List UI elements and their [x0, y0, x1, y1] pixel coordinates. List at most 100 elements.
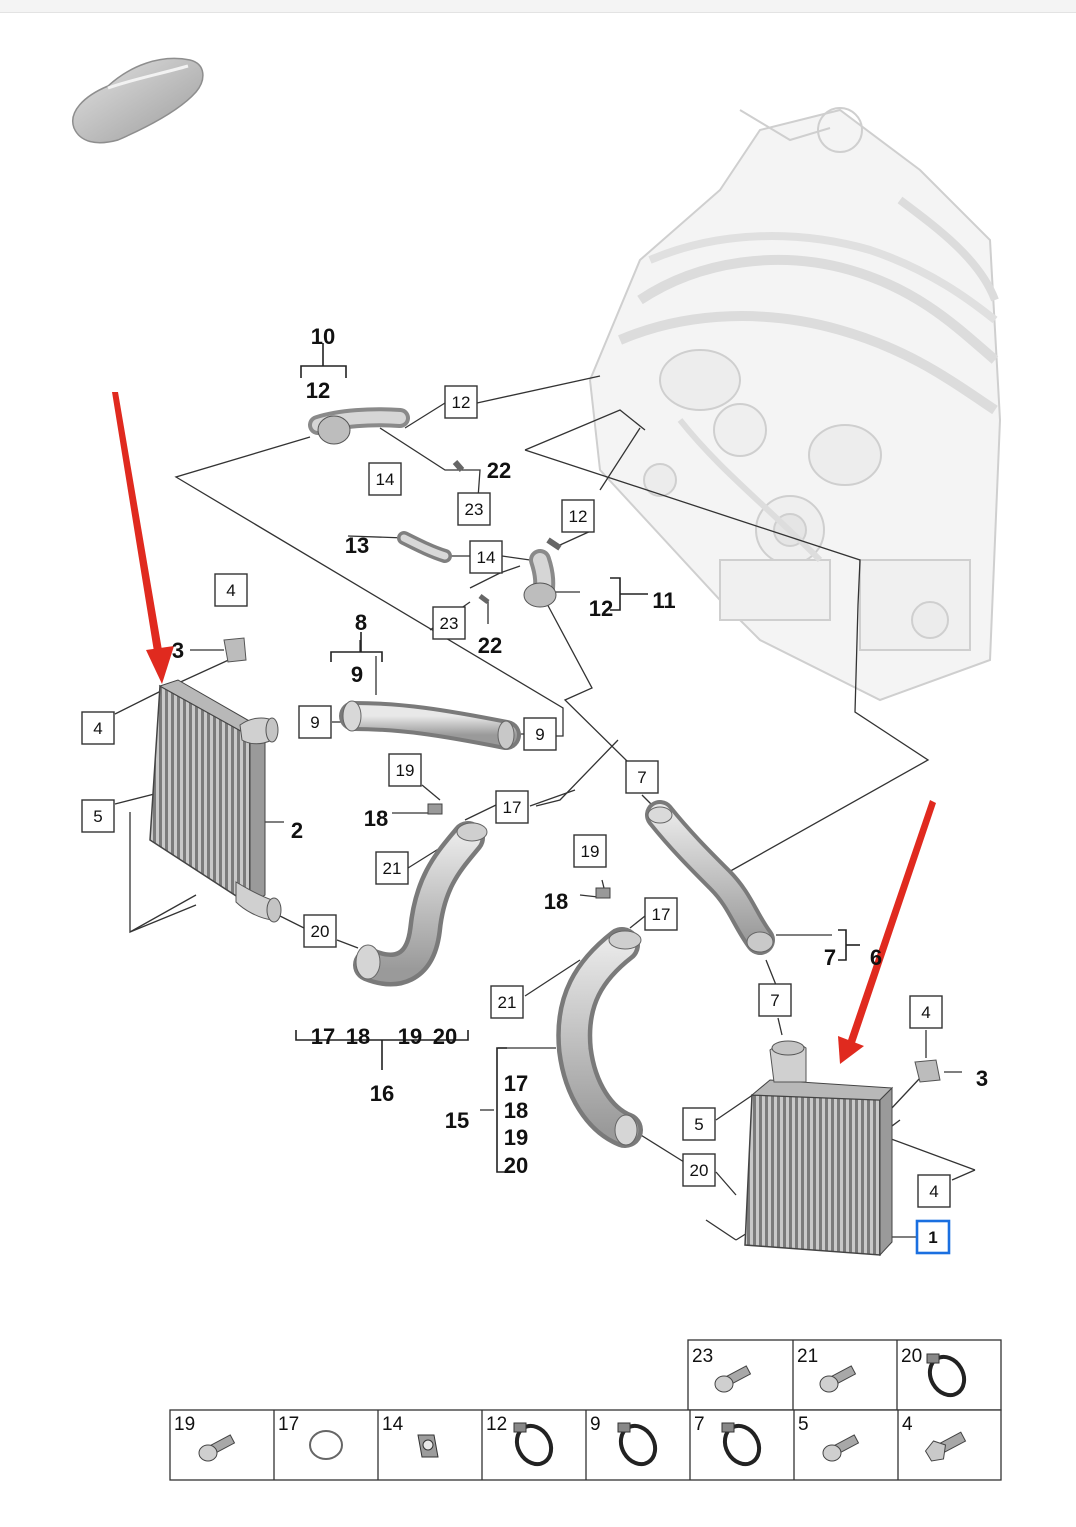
callout-number: 9	[535, 725, 544, 744]
callout-frame	[915, 1219, 951, 1255]
callout-frame	[523, 717, 557, 751]
callout-label: 20	[504, 1153, 528, 1178]
fastener-legend: 19 17 14 12 9 7 5 4 23 21 20	[169, 1339, 1002, 1481]
legend-cell: 4	[902, 1414, 967, 1462]
callout-number: 7	[637, 768, 646, 787]
callout-frame	[682, 1153, 716, 1187]
callout-number: 5	[694, 1115, 703, 1134]
callout-box: 23	[432, 606, 466, 640]
legend-cell: 14	[382, 1414, 439, 1458]
callout-label: 3	[172, 638, 184, 663]
legend-cell: 21	[797, 1346, 857, 1393]
callout-number: 19	[398, 1024, 422, 1049]
callout-number: 18	[364, 806, 388, 831]
callout-number: 18	[346, 1024, 370, 1049]
red-arrow-right	[838, 800, 936, 1064]
callout-frame	[375, 851, 409, 885]
callout-box: 9	[523, 717, 557, 751]
callout-number: 8	[355, 610, 367, 635]
callout-box: 19	[388, 753, 422, 787]
callout-number: 4	[226, 581, 235, 600]
legend-part-number: 4	[902, 1414, 913, 1435]
callout-box: 7	[625, 760, 659, 794]
callout-box: 21	[490, 985, 524, 1019]
callout-box: 5	[682, 1107, 716, 1141]
callout-frame	[214, 573, 248, 607]
callout-frame	[444, 385, 478, 419]
callout-label: 6	[870, 945, 882, 970]
callout-box: 20	[682, 1153, 716, 1187]
callout-number: 12	[306, 378, 330, 403]
callout-box: 20	[303, 914, 337, 948]
callout-number: 21	[498, 993, 517, 1012]
legend-part-number: 17	[278, 1414, 299, 1435]
o-ring-icon	[309, 1430, 343, 1460]
callout-label: 13	[345, 533, 369, 558]
left-intercooler	[149, 679, 282, 923]
callout-number: 2	[291, 818, 303, 843]
legend-part-number: 5	[798, 1414, 809, 1435]
callout-box: 4	[81, 711, 115, 745]
callout-number: 23	[440, 614, 459, 633]
callout-label: 22	[478, 633, 502, 658]
callout-frame	[303, 914, 337, 948]
callout-number: 12	[452, 393, 471, 412]
callout-box: 9	[298, 705, 332, 739]
callout-number: 23	[465, 500, 484, 519]
callout-number: 4	[921, 1003, 930, 1022]
callout-frame	[388, 753, 422, 787]
legend-cell: 19	[174, 1414, 236, 1462]
callout-label: 3	[976, 1066, 988, 1091]
callout-box: 19	[573, 834, 607, 868]
callout-label: 12	[589, 596, 613, 621]
callout-label: 22	[487, 458, 511, 483]
callout-box: 23	[457, 492, 491, 526]
legend-cell: 17	[278, 1414, 343, 1460]
callout-number: 4	[929, 1182, 938, 1201]
legend-cell: 23	[692, 1346, 752, 1393]
callout-frame	[625, 760, 659, 794]
legend-part-number: 21	[797, 1346, 818, 1367]
callout-number: 18	[504, 1098, 528, 1123]
hose-clamp-icon	[926, 1353, 967, 1398]
legend-cell: 9	[590, 1414, 658, 1467]
callout-label: 20	[433, 1024, 457, 1049]
callout-number: 4	[93, 719, 102, 738]
legend-part-number: 9	[590, 1414, 601, 1435]
hose-clamp-icon	[513, 1422, 554, 1467]
legend-cell: 7	[694, 1414, 762, 1467]
callout-label: 19	[398, 1024, 422, 1049]
callout-label: 18	[544, 889, 568, 914]
callout-label: 15	[445, 1108, 469, 1133]
callout-number: 19	[504, 1125, 528, 1150]
callout-number: 1	[928, 1228, 937, 1247]
callout-number: 17	[311, 1024, 335, 1049]
callout-number: 13	[345, 533, 369, 558]
callout-label: 7	[824, 945, 836, 970]
right-intercooler	[744, 1040, 894, 1257]
legend-cell: 20	[901, 1346, 967, 1398]
callout-number: 16	[370, 1081, 394, 1106]
callout-frame	[644, 897, 678, 931]
callout-frame	[490, 985, 524, 1019]
callout-label: 12	[306, 378, 330, 403]
callout-label: 18	[504, 1098, 528, 1123]
callout-number: 20	[311, 922, 330, 941]
callout-frame	[457, 492, 491, 526]
callout-box: 14	[469, 540, 503, 574]
legend-part-number: 20	[901, 1346, 922, 1367]
callout-label: 17	[311, 1024, 335, 1049]
callout-box: 14	[368, 462, 402, 496]
red-arrow-left	[112, 392, 174, 684]
bolt-icon	[819, 1365, 857, 1393]
callout-box: 21	[375, 851, 409, 885]
callout-number: 9	[351, 662, 363, 687]
group-brackets	[295, 343, 860, 1173]
callout-label: 8	[355, 610, 367, 635]
hose-clamp-icon	[617, 1422, 658, 1467]
engine-illustration	[588, 107, 1002, 702]
callout-frame	[432, 606, 466, 640]
legend-part-number: 12	[486, 1414, 507, 1435]
